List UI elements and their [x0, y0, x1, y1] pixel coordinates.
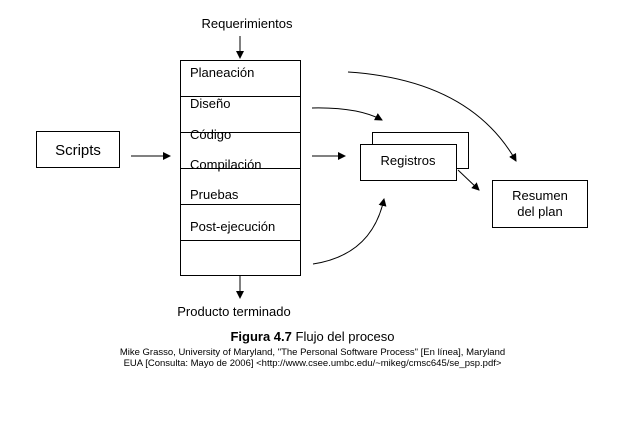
figure-label: Figura 4.7 [230, 329, 292, 344]
resumen-label-line1: Resumen [512, 188, 568, 203]
registros-label: Registros [381, 153, 436, 168]
post-ejecucion-to-registros-arrow [312, 198, 387, 265]
figure-caption-title: Figura 4.7 Flujo del proceso [0, 329, 625, 344]
scripts-box [36, 131, 120, 168]
figure-title: Flujo del proceso [295, 329, 395, 344]
phase-diseno: Diseño [190, 96, 230, 111]
resumen-label-line2: del plan [517, 204, 563, 219]
planeacion-to-resumen-arrow [347, 71, 517, 162]
requerimientos-label: Requerimientos [201, 16, 293, 31]
registros-stack: Registros [360, 132, 469, 181]
registros-to-resumen-arrow [457, 169, 480, 191]
phase-post-ejecucion: Post-ejecución [190, 219, 275, 234]
registros-box [360, 144, 457, 181]
scripts-label: Scripts [55, 142, 101, 159]
phase-pruebas: Pruebas [190, 187, 239, 202]
phase-stack: Planeación Diseño Código Compilación Pru… [180, 60, 301, 276]
resumen-box [492, 180, 588, 228]
phase-planeacion: Planeación [190, 65, 254, 80]
producto-terminado-label: Producto terminado [177, 304, 290, 319]
figure-source-line2: EUA [Consulta: Mayo de 2006] <http://www… [123, 358, 502, 369]
figure-source-line1: Mike Grasso, University of Maryland, "Th… [119, 347, 506, 358]
phase-codigo: Código [190, 127, 231, 142]
diseno-to-registros-arrow [311, 107, 383, 121]
phase-compilacion: Compilación [190, 157, 262, 172]
